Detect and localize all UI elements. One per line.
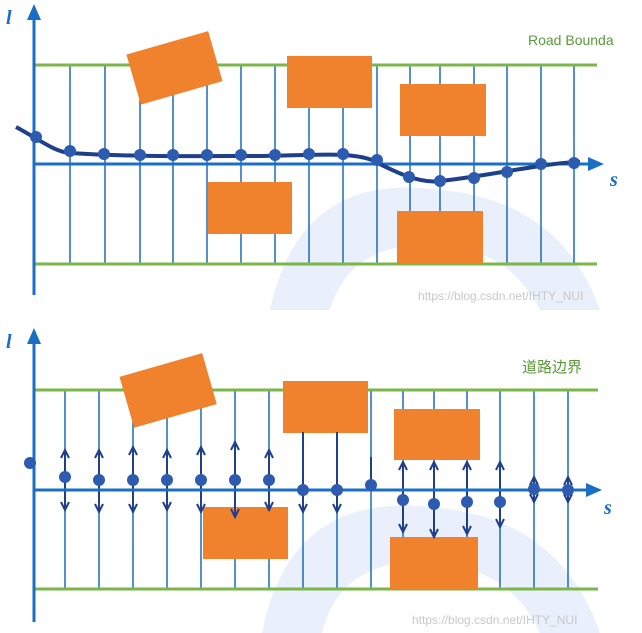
- top-panel: l s Road Bounda https://blog.csdn.net/IH…: [0, 0, 642, 310]
- obstacle-lower-right: [390, 537, 478, 589]
- sample-point: [428, 498, 440, 510]
- path-point: [64, 145, 76, 157]
- path-sample-points: [30, 131, 580, 187]
- arrow-down-head: [264, 501, 274, 513]
- arrow-up-head: [162, 447, 172, 459]
- sample-point: [562, 484, 574, 496]
- top-diagram: l s Road Bounda https://blog.csdn.net/IH…: [6, 4, 618, 310]
- path-point: [201, 149, 213, 161]
- obstacle-lower-middle: [203, 507, 288, 559]
- path-point: [134, 149, 146, 161]
- sample-point: [297, 484, 309, 496]
- arrow-down-head: [162, 501, 172, 513]
- path-point: [98, 148, 110, 160]
- arrow-up-head: [60, 447, 70, 459]
- sample-point: [263, 474, 275, 486]
- s-axis-label: s: [609, 169, 618, 191]
- arrow-down-head: [196, 503, 206, 515]
- obstacle-lower-middle: [208, 182, 292, 234]
- sample-point: [365, 479, 377, 491]
- obstacle-rotated-upper-left: [119, 353, 217, 428]
- candidate-sample-points: [24, 457, 574, 510]
- arrow-up-head: [196, 444, 206, 456]
- sample-point: [161, 474, 173, 486]
- arrow-down-head: [529, 493, 539, 505]
- s-axis-label: s: [603, 497, 612, 519]
- arrow-down-head: [462, 525, 472, 537]
- path-point: [468, 172, 480, 184]
- path-point: [434, 175, 446, 187]
- planned-path-curve: [15, 125, 581, 184]
- bottom-diagram: l s 道路边界 https://blog.csdn.net/IHTY_NUI: [6, 328, 612, 633]
- path-point: [371, 154, 383, 166]
- l-axis-label: l: [6, 7, 12, 29]
- path-point: [568, 157, 580, 169]
- arrow-down-head: [298, 503, 308, 515]
- obstacle-upper-middle: [283, 381, 368, 433]
- arrow-up-head: [94, 447, 104, 459]
- obstacle-upper-right: [400, 84, 486, 136]
- road-boundary-label: 道路边界: [522, 358, 582, 376]
- l-axis: [27, 328, 41, 622]
- panel-separator: [0, 310, 642, 322]
- arrow-up-head: [429, 459, 439, 471]
- sample-point: [331, 484, 343, 496]
- arrow-down-head: [60, 501, 70, 513]
- sample-point: [397, 494, 409, 506]
- sample-point: [195, 474, 207, 486]
- arrow-down-head: [332, 503, 342, 515]
- arrow-down-head: [128, 503, 138, 515]
- path-point: [167, 149, 179, 161]
- sample-point: [461, 496, 473, 508]
- arrow-down-head: [563, 493, 573, 505]
- arrow-up-head: [264, 447, 274, 459]
- obstacle-rotated-upper-left: [126, 31, 223, 105]
- arrow-up-head: [230, 439, 240, 451]
- sample-point: [59, 471, 71, 483]
- background-watermark-shape: [262, 505, 600, 633]
- arrow-up-head: [563, 474, 573, 486]
- background-watermark-shape: [270, 187, 600, 310]
- l-axis: [27, 4, 41, 295]
- path-point: [403, 171, 415, 183]
- path-point: [30, 131, 42, 143]
- path-point: [535, 158, 547, 170]
- obstacle-lower-right: [397, 211, 483, 264]
- arrow-up-head: [495, 459, 505, 471]
- arrow-up-head: [398, 459, 408, 471]
- obstacle-upper-middle: [287, 56, 372, 108]
- path-point: [235, 149, 247, 161]
- road-boundary-label: Road Bounda: [528, 32, 614, 48]
- bottom-panel: l s 道路边界 https://blog.csdn.net/IHTY_NUI: [0, 322, 642, 633]
- sample-point: [229, 474, 241, 486]
- arrow-down-head: [94, 503, 104, 515]
- sample-point: [24, 457, 36, 469]
- path-point: [303, 148, 315, 160]
- sample-point: [127, 474, 139, 486]
- watermark-text: https://blog.csdn.net/IHTY_NUI: [412, 613, 577, 627]
- sample-point: [494, 496, 506, 508]
- arrow-up-head: [529, 474, 539, 486]
- path-point: [269, 149, 281, 161]
- path-point: [501, 166, 513, 178]
- arrow-up-head: [462, 459, 472, 471]
- sample-point: [528, 483, 540, 495]
- s-axis: [34, 483, 602, 497]
- arrow-down-head: [495, 518, 505, 530]
- arrow-down-head: [429, 528, 439, 540]
- obstacle-upper-right: [394, 409, 480, 460]
- arrow-down-head: [398, 523, 408, 535]
- path-point: [337, 148, 349, 160]
- l-axis-label: l: [6, 331, 12, 353]
- watermark-text: https://blog.csdn.net/IHTY_NUI: [418, 289, 583, 303]
- obstacles: [119, 353, 480, 589]
- arrow-down-head: [230, 508, 240, 520]
- obstacles: [126, 31, 486, 264]
- s-axis: [34, 157, 604, 171]
- sample-point: [93, 474, 105, 486]
- arrow-up-head: [128, 444, 138, 456]
